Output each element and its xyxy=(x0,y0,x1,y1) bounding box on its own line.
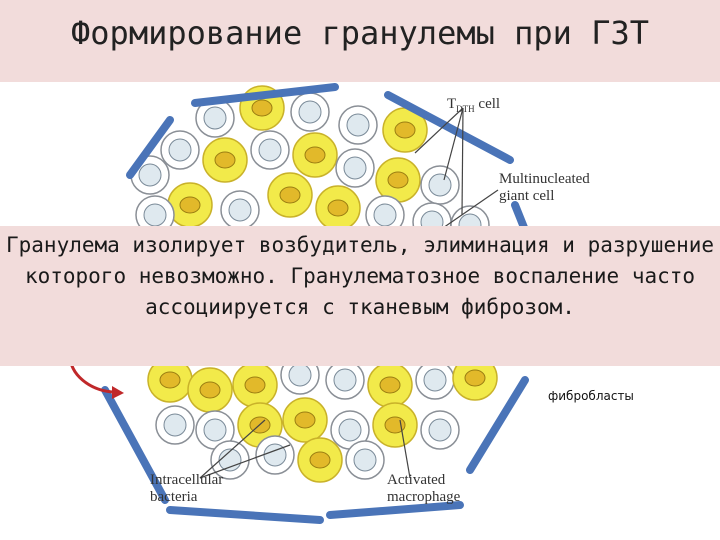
macrophage-cell xyxy=(372,402,418,448)
caption-text: Гранулема изолирует возбудитель, элимина… xyxy=(6,233,715,319)
macrophage-cell xyxy=(297,437,343,483)
caption-box xyxy=(0,226,720,366)
bacteria-label: Intracellular bacteria xyxy=(150,472,224,505)
pointer-line xyxy=(414,107,464,154)
macrophage-cell xyxy=(232,362,278,408)
fibroblast-cell xyxy=(166,506,324,524)
pointer-line xyxy=(199,444,291,479)
lymphocyte-cell xyxy=(415,360,455,400)
lymphocyte-cell xyxy=(345,440,385,480)
lymphocyte-cell xyxy=(210,440,250,480)
macrophage-cell xyxy=(187,367,233,413)
lymphocyte-cell xyxy=(155,405,195,445)
fibroblast-label: фибробласты xyxy=(548,389,634,403)
macrophage-label: Activated macrophage xyxy=(387,472,461,505)
lymphocyte-cell xyxy=(255,435,295,475)
macrophage-cell xyxy=(167,182,213,228)
pointer-line xyxy=(199,419,266,479)
lymphocyte-cell xyxy=(325,360,365,400)
pointer-line xyxy=(399,419,411,479)
giant-cell-label: Multinucleated giant cell xyxy=(499,171,590,204)
fibroblast-cell xyxy=(326,501,464,519)
lymphocyte-cell xyxy=(335,148,375,188)
lymphocyte-cell xyxy=(338,105,378,145)
macrophage-cell xyxy=(292,132,338,178)
macrophage-cell xyxy=(315,185,361,231)
lymphocyte-cell xyxy=(195,98,235,138)
lymphocyte-cell xyxy=(330,410,370,450)
lymphocyte-cell xyxy=(420,410,460,450)
lymphocyte-cell xyxy=(220,190,260,230)
macrophage-cell xyxy=(202,137,248,183)
lymphocyte-cell xyxy=(195,410,235,450)
tdth-cell-label: TDTH cell xyxy=(447,96,501,114)
lymphocyte-cell xyxy=(290,92,330,132)
title-band xyxy=(0,0,720,82)
macrophage-cell xyxy=(282,397,328,443)
macrophage-cell xyxy=(267,172,313,218)
fibroblast-cell xyxy=(101,386,169,504)
fibroblast-cell xyxy=(126,116,174,179)
fibroblast-cell xyxy=(384,91,514,164)
slide-title: Формирование гранулемы при ГЗТ xyxy=(71,14,649,52)
lymphocyte-cell xyxy=(160,130,200,170)
pointer-line xyxy=(439,189,499,231)
macrophage-cell xyxy=(367,362,413,408)
fibroblast-cell xyxy=(466,376,529,474)
lymphocyte-cell xyxy=(420,165,460,205)
fibroblast-cell xyxy=(191,83,339,107)
red-arrow-head xyxy=(112,386,124,399)
lymphocyte-cell xyxy=(135,195,175,235)
lymphocyte-cell xyxy=(250,130,290,170)
pointer-line xyxy=(443,107,464,181)
pointer-line xyxy=(461,107,464,216)
